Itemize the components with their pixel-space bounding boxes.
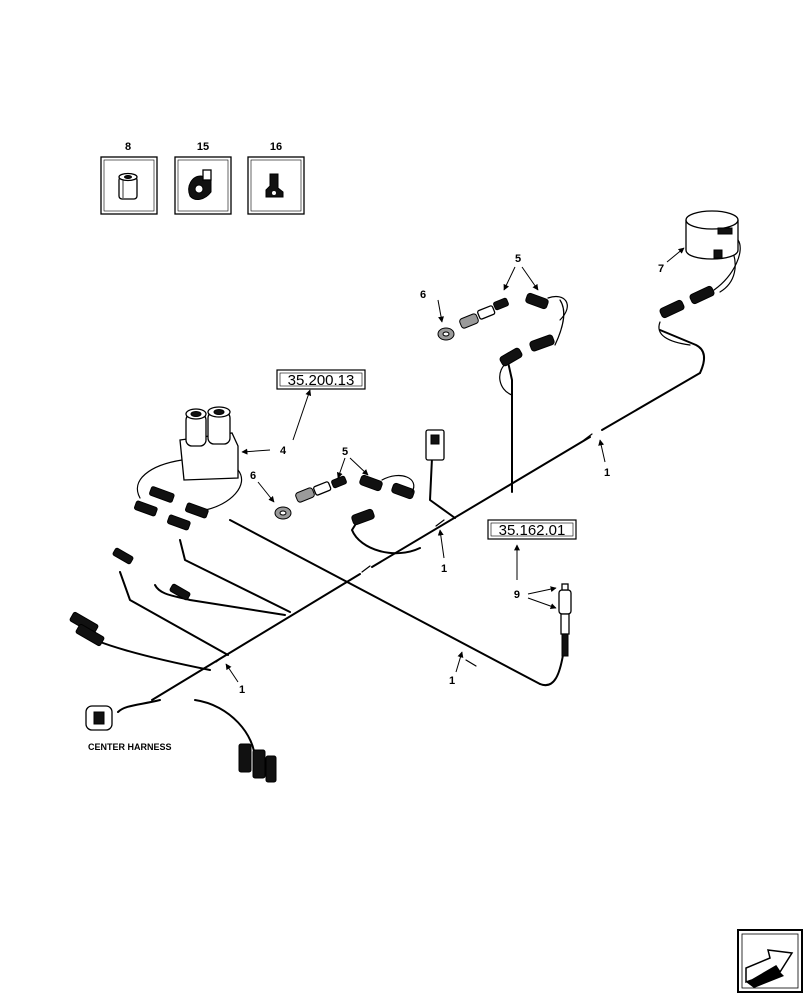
next-page-arrow-icon[interactable]	[737, 929, 803, 993]
callout-6-upper: 6	[420, 289, 426, 301]
callout-5-lower: 5	[342, 446, 348, 458]
callout-1-right: 1	[604, 467, 610, 479]
callout-9: 9	[514, 589, 520, 601]
clip-connector-icon	[188, 169, 212, 200]
nut-icon	[118, 172, 138, 200]
reference-text-a: 35.200.13	[288, 372, 355, 389]
inset-part-8: 8	[100, 141, 158, 215]
solenoid-block-4	[136, 406, 243, 511]
callout-1-left: 1	[239, 684, 245, 696]
sensor-connectors-5-upper	[459, 292, 568, 367]
center-harness-connectors	[69, 611, 277, 783]
inset-part-15: 15	[174, 141, 232, 215]
callout-7: 7	[658, 263, 664, 275]
reference-box-35-162-01[interactable]: 35.162.01	[487, 519, 577, 540]
callout-4: 4	[280, 445, 287, 457]
connector-housing-middle	[425, 429, 445, 461]
reference-text-b: 35.162.01	[499, 522, 566, 539]
callout-numbers: 4 5 6 5 6 7 9 1 1 1 1	[239, 253, 664, 696]
inset-part-16: 16	[247, 141, 305, 215]
callout-1-middle: 1	[441, 563, 447, 575]
sensor-probe-9	[558, 583, 572, 657]
callout-8: 8	[125, 141, 131, 153]
center-harness-label: CENTER HARNESS	[88, 742, 172, 752]
reference-box-35-200-13[interactable]: 35.200.13	[276, 369, 366, 390]
terminal-lug-icon	[265, 173, 284, 198]
callout-1-lower: 1	[449, 675, 455, 687]
leader-lines	[225, 247, 685, 683]
callout-5-upper: 5	[515, 253, 521, 265]
callout-16: 16	[270, 141, 282, 153]
grommet-6-lower	[274, 506, 292, 520]
sensor-connectors-5-lower	[295, 474, 415, 526]
callout-6-lower: 6	[250, 470, 256, 482]
break-markers	[215, 433, 593, 667]
connector-cluster-left	[112, 486, 209, 601]
actuator-7	[659, 210, 741, 319]
main-harness-trunk	[94, 244, 736, 761]
callout-15: 15	[197, 141, 209, 153]
grommet-6-upper	[437, 327, 455, 341]
